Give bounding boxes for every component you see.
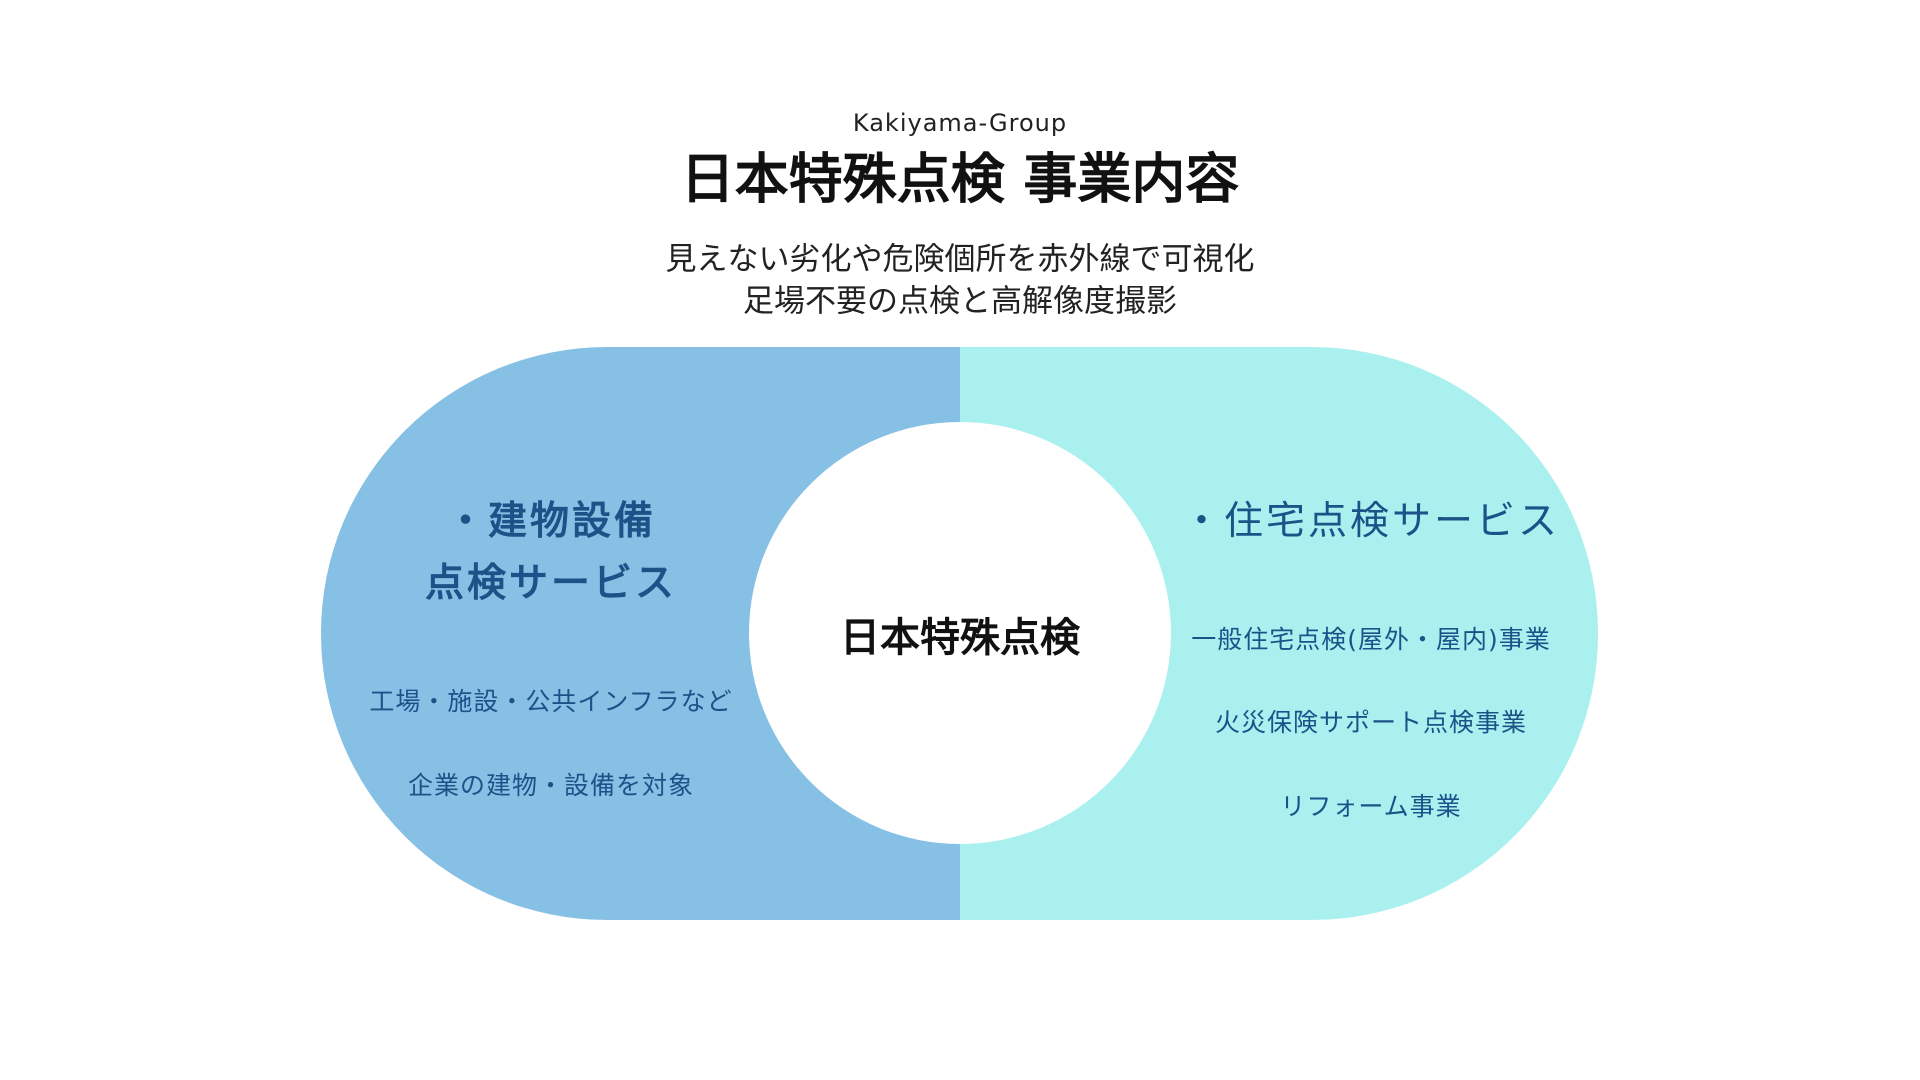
page-title: 日本特殊点検 事業内容: [680, 147, 1240, 211]
right-item: 火災保険サポート点検事業: [1214, 708, 1528, 737]
left-item: 企業の建物・設備を対象: [407, 771, 695, 800]
left-heading-line-1: ・建物設備: [445, 499, 657, 544]
left-heading-line-2: 点検サービス: [424, 561, 678, 606]
right-item: リフォーム事業: [1280, 792, 1462, 821]
left-item: 工場・施設・公共インフラなど: [369, 687, 733, 716]
right-heading: ・住宅点検サービス: [1181, 499, 1561, 544]
brand-name: Kakiyama-Group: [852, 109, 1068, 137]
subtitle-line-1: 見えない劣化や危険個所を赤外線で可視化: [665, 241, 1255, 278]
center-label: 日本特殊点検: [840, 615, 1080, 661]
right-item: 一般住宅点検(屋外・屋内)事業: [1191, 625, 1551, 654]
center-circle: [749, 422, 1171, 844]
subtitle-line-2: 足場不要の点検と高解像度撮影: [743, 283, 1177, 320]
